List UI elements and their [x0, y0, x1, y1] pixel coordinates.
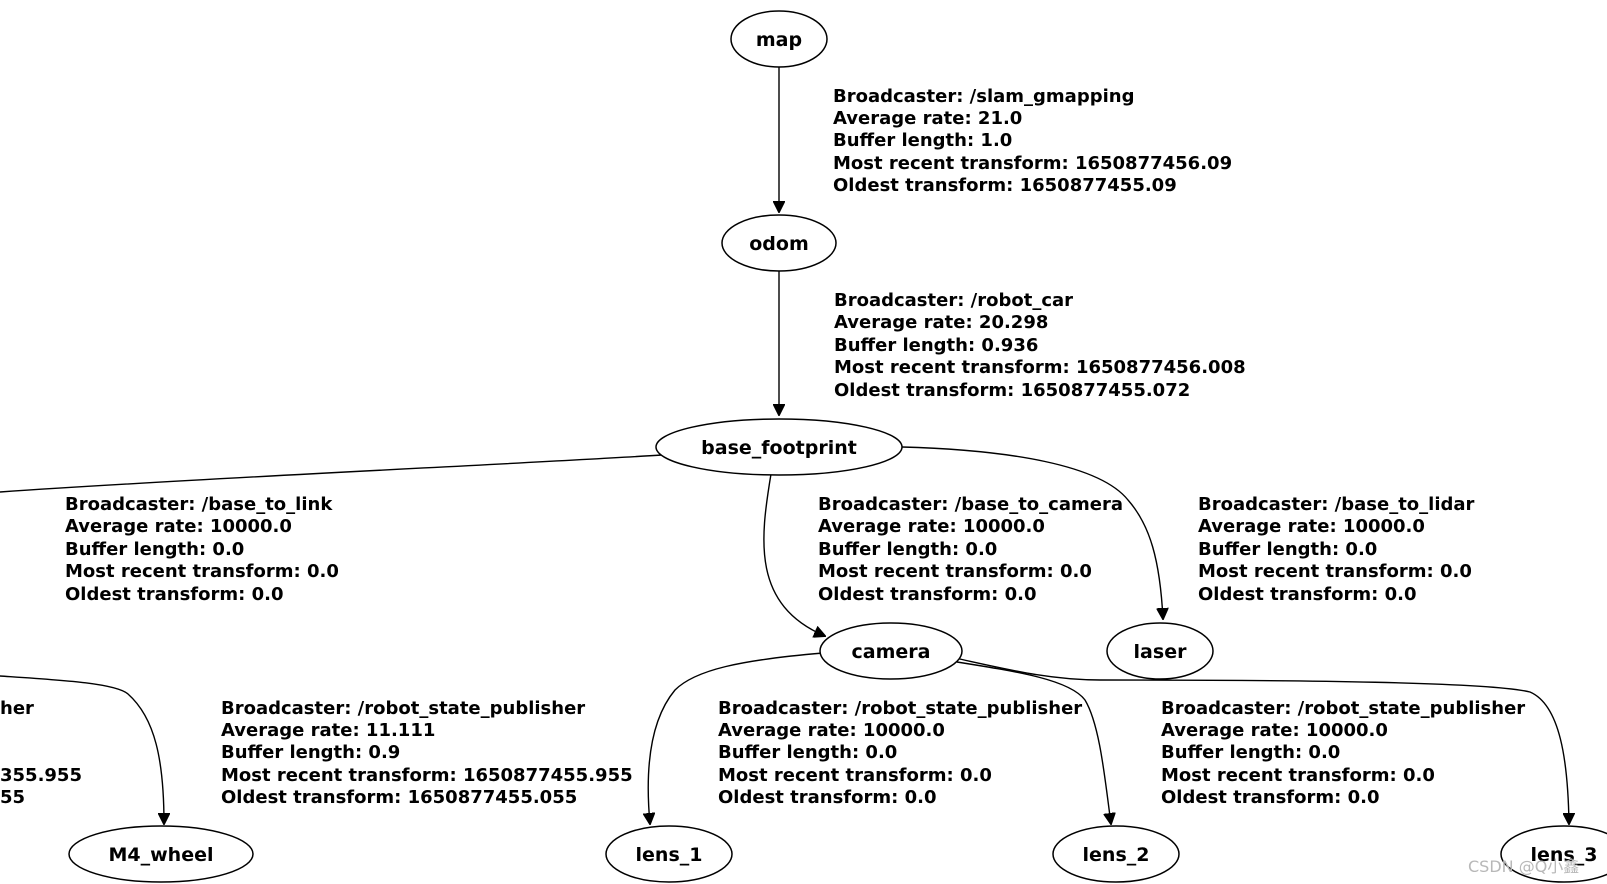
edge-label-line: Oldest transform: 0.0 — [1161, 787, 1380, 808]
edge-label-line: Most recent transform: 0.0 — [1198, 561, 1472, 582]
node-camera: camera — [819, 622, 963, 680]
edge-label-line: Oldest transform: 0.0 — [65, 584, 284, 605]
node-lens-3: lens_3 — [1500, 825, 1607, 883]
node-odom: odom — [721, 214, 837, 272]
edge-label-line: Average rate: 10000.0 — [1161, 720, 1388, 741]
edge-camera-lens-3 — [954, 657, 1569, 824]
node-m4-wheel: M4_wheel — [68, 825, 254, 883]
edge-label-map-odom: Broadcaster: /slam_gmapping Average rate… — [833, 86, 1238, 196]
node-label-map: map — [756, 29, 802, 51]
edge-label-base-footprint-link: Broadcaster: /base_to_link Average rate:… — [65, 494, 345, 605]
watermark: CSDN @Q小鑫 — [1468, 857, 1580, 876]
edge-label-line: Broadcaster: /slam_gmapping — [833, 86, 1134, 107]
edge-label-line: Average rate: 21.0 — [833, 108, 1022, 129]
edge-label-line: Broadcaster: /robot_state_publisher — [221, 698, 585, 719]
edge-label-line: Average rate: 20.298 — [834, 312, 1048, 333]
edge-label-link-m4-wheel: Broadcaster: /robot_state_publisher Aver… — [221, 698, 639, 808]
node-label-lens-2: lens_2 — [1083, 844, 1150, 866]
node-lens-1: lens_1 — [605, 825, 733, 883]
edge-label-line: Average rate: 10000.0 — [65, 516, 292, 537]
edge-label-line: Most recent transform: 0.0 — [718, 765, 992, 786]
node-label-m4-wheel: M4_wheel — [109, 844, 214, 866]
edge-label-line: Oldest transform: 1650877455.072 — [834, 380, 1190, 401]
edge-label-base-footprint-camera: Broadcaster: /base_to_camera Average rat… — [818, 494, 1129, 605]
edge-label-line: Buffer length: 0.9 — [221, 742, 400, 763]
edge-label-line: Buffer length: 0.936 — [834, 335, 1038, 356]
edge-label-line: Buffer length: 0.0 — [65, 539, 244, 560]
edge-base-footprint-camera — [763, 473, 825, 636]
edge-base-footprint-link — [0, 454, 663, 493]
edge-label-line: Most recent transform: 0.0 — [65, 561, 339, 582]
edge-camera-lens-1 — [648, 652, 824, 824]
edge-label-line: Broadcaster: /base_to_link — [65, 494, 333, 515]
edge-label-line: Most recent transform: 1650877456.008 — [834, 357, 1246, 378]
edge-label-camera-lens-1: Broadcaster: /robot_state_publisher Aver… — [718, 698, 1088, 808]
edge-label-line: Average rate: 10000.0 — [1198, 516, 1425, 537]
edge-label-camera-lens-2: Broadcaster: /robot_state_publisher Aver… — [1161, 698, 1531, 808]
node-label-camera: camera — [852, 641, 931, 663]
edge-label-line: Most recent transform: 1650877456.09 — [833, 153, 1232, 174]
edge-label-line: Buffer length: 0.0 — [1161, 742, 1340, 763]
edge-label-line: Average rate: 10000.0 — [818, 516, 1045, 537]
edge-label-line: Buffer length: 0.0 — [818, 539, 997, 560]
edge-label-line: Buffer length: 0.0 — [1198, 539, 1377, 560]
edge-link-m4-wheel — [0, 675, 164, 824]
edge-label-line: Buffer length: 1.0 — [833, 130, 1012, 151]
edge-label-left-partial: her 355.955 55 — [0, 698, 88, 808]
edge-label-line: Oldest transform: 0.0 — [718, 787, 937, 808]
node-label-laser: laser — [1134, 641, 1188, 663]
edge-label-line: Average rate: 11.111 — [221, 720, 435, 741]
edge-label-line: Most recent transform: 0.0 — [818, 561, 1092, 582]
edge-label-line: Oldest transform: 0.0 — [818, 584, 1037, 605]
node-label-lens-1: lens_1 — [636, 844, 703, 866]
edge-label-line: Broadcaster: /robot_state_publisher — [718, 698, 1082, 719]
edge-label-line: Broadcaster: /base_to_lidar — [1198, 494, 1475, 515]
edge-label-line: Oldest transform: 1650877455.09 — [833, 175, 1177, 196]
edge-label-line: Buffer length: 0.0 — [718, 742, 897, 763]
node-laser: laser — [1106, 622, 1214, 680]
node-label-lens-3: lens_3 — [1531, 844, 1598, 866]
edge-label-line: Most recent transform: 0.0 — [1161, 765, 1435, 786]
edge-label-line: Most recent transform: 1650877455.955 — [221, 765, 633, 786]
edge-label-line: her — [0, 698, 34, 719]
node-label-base-footprint: base_footprint — [701, 437, 857, 459]
edge-base-footprint-laser — [901, 446, 1163, 619]
edge-label-odom-base-footprint: Broadcaster: /robot_car Average rate: 20… — [834, 290, 1252, 401]
edges — [0, 67, 1569, 824]
edge-label-base-footprint-laser: Broadcaster: /base_to_lidar Average rate… — [1198, 494, 1481, 605]
node-lens-2: lens_2 — [1052, 825, 1180, 883]
node-map: map — [730, 10, 828, 68]
edge-label-line: Broadcaster: /robot_car — [834, 290, 1073, 311]
node-base-footprint: base_footprint — [655, 418, 903, 476]
edge-label-line: 355.955 — [0, 765, 82, 786]
edge-camera-lens-2 — [956, 661, 1111, 824]
edge-label-line: Oldest transform: 0.0 — [1198, 584, 1417, 605]
edge-label-line: Oldest transform: 1650877455.055 — [221, 787, 577, 808]
edge-label-line: 55 — [0, 787, 25, 808]
edge-label-line: Broadcaster: /base_to_camera — [818, 494, 1123, 515]
node-label-odom: odom — [749, 233, 809, 255]
edge-label-line: Broadcaster: /robot_state_publisher — [1161, 698, 1525, 719]
edge-label-line: Average rate: 10000.0 — [718, 720, 945, 741]
